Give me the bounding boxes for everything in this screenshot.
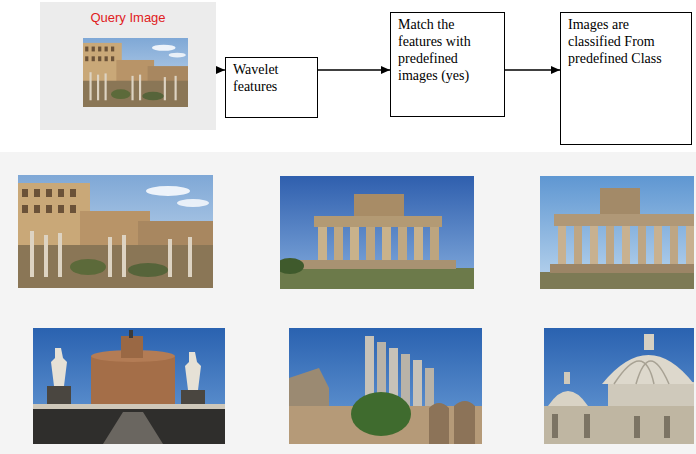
box-label: Wavelet features (233, 61, 310, 95)
panel-title: Query Image (40, 10, 216, 25)
forum-photo (18, 175, 213, 288)
query-panel: Query Image (40, 2, 216, 130)
query-photo (83, 38, 188, 107)
castle-photo (33, 328, 225, 444)
flow-arrow (216, 69, 225, 70)
temple-photo (276, 176, 474, 289)
gallery-ground (0, 152, 696, 454)
process-box: Wavelet features (225, 57, 318, 118)
query-panel-ground (40, 2, 216, 130)
process-box: Images are classified From predefined Cl… (560, 12, 692, 145)
dome-photo (544, 328, 694, 444)
flow-arrow (318, 69, 390, 70)
temple-photo (540, 176, 696, 289)
flow-arrow (505, 69, 560, 70)
box-label: Match the features with predefined image… (398, 16, 497, 84)
columns-photo (289, 328, 482, 444)
box-label: Images are classified From predefined Cl… (568, 16, 684, 67)
process-box: Match the features with predefined image… (390, 12, 505, 117)
